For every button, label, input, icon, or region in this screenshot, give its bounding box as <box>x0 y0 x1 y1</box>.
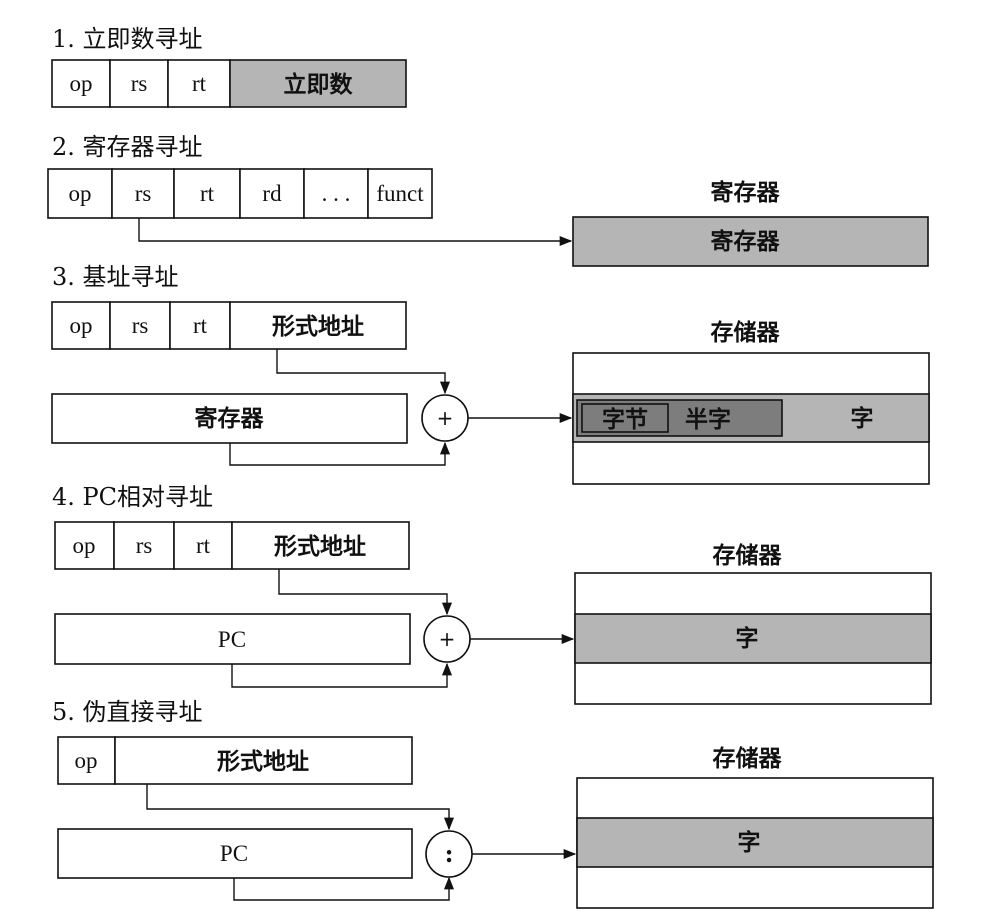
field-rt-label: rt <box>200 181 215 206</box>
pc-box-4 <box>54 613 411 665</box>
instruction-format-1: op rs rt 立即数 <box>51 59 407 108</box>
field-rs-label: rs <box>132 313 149 338</box>
field-op-label: op <box>70 71 93 96</box>
field-op-label: op <box>70 313 93 338</box>
field-rd-label: rd <box>262 181 282 206</box>
instruction-format-3: op rs rt 形式地址 <box>51 301 407 350</box>
rs-to-register-arrow <box>138 218 573 247</box>
field-ellipsis <box>303 168 369 219</box>
memory-header-4: 存储器 <box>713 542 783 569</box>
instruction-format-2: op rs rt rd . . . funct <box>47 168 433 219</box>
pc-to-concat-arrow <box>233 876 455 901</box>
memory-header-3: 存储器 <box>711 319 781 346</box>
field-op-label: op <box>69 181 92 206</box>
field-ellipsis-label: . . . <box>322 181 351 206</box>
section-5-title: 5. 伪直接寻址 <box>52 698 203 726</box>
field-op <box>57 736 116 785</box>
field-rt-label: rt <box>193 313 208 338</box>
pc-box-5 <box>57 828 413 879</box>
register-cell <box>572 216 929 267</box>
field-immediate-label: 立即数 <box>284 71 354 98</box>
pc-label-5: PC <box>220 841 248 866</box>
field-rs-label: rs <box>135 181 152 206</box>
field-rs <box>109 59 169 108</box>
adder-symbol: + <box>437 406 454 430</box>
section-3-title: 3. 基址寻址 <box>52 263 179 291</box>
concat-symbol: : <box>445 839 454 868</box>
field-address <box>114 736 413 785</box>
instruction-format-5: op 形式地址 <box>57 736 413 785</box>
address-to-concat-arrow <box>146 784 455 831</box>
memory-word-row-4 <box>574 613 932 664</box>
field-rd <box>239 168 305 219</box>
field-rs-label: rs <box>131 71 148 96</box>
section-2-title: 2. 寄存器寻址 <box>52 133 203 161</box>
base-register-box <box>51 393 408 444</box>
field-op <box>47 168 113 219</box>
field-offset-label: 形式地址 <box>274 534 366 560</box>
halfword-label: 半字 <box>685 406 731 433</box>
byte-cell <box>581 403 669 433</box>
field-op <box>54 521 115 570</box>
register-cell-label: 寄存器 <box>711 228 781 255</box>
register-to-adder-arrow <box>229 441 451 466</box>
offset-to-adder-arrow-4 <box>278 569 453 616</box>
field-offset <box>229 301 407 350</box>
section-1-title: 1. 立即数寻址 <box>52 25 203 53</box>
field-op-label: op <box>73 533 96 558</box>
field-address-label: 形式地址 <box>217 749 309 775</box>
instruction-format-4: op rs rt 形式地址 <box>54 521 410 570</box>
field-offset <box>231 521 410 570</box>
memory-header-5: 存储器 <box>713 745 783 772</box>
pc-label-4: PC <box>218 627 246 652</box>
field-funct-label: funct <box>376 181 424 206</box>
field-offset-label: 形式地址 <box>272 314 364 340</box>
byte-label: 字节 <box>602 406 648 433</box>
field-rt-label: rt <box>192 71 207 96</box>
field-op <box>51 301 111 350</box>
field-rt <box>169 301 231 350</box>
word-label-3: 字 <box>851 405 874 432</box>
register-file-header: 寄存器 <box>711 179 781 206</box>
field-immediate <box>229 59 407 108</box>
field-rt <box>173 168 241 219</box>
word-label-5: 字 <box>738 829 761 856</box>
field-rt <box>167 59 231 108</box>
field-op <box>51 59 111 108</box>
word-label-4: 字 <box>736 625 759 652</box>
field-rs <box>113 521 175 570</box>
base-register-label: 寄存器 <box>195 405 265 432</box>
field-rs-label: rs <box>136 533 153 558</box>
field-op-label: op <box>75 748 98 773</box>
adder-symbol-4: + <box>439 627 456 651</box>
field-rs <box>109 301 171 350</box>
pc-to-adder-arrow-4 <box>231 662 453 688</box>
offset-to-adder-arrow <box>276 349 451 395</box>
field-funct <box>367 168 433 219</box>
memory-word-row-5 <box>576 817 934 868</box>
field-rt-label: rt <box>196 533 211 558</box>
field-rs <box>111 168 175 219</box>
section-4-title: 4. PC相对寻址 <box>52 483 213 511</box>
